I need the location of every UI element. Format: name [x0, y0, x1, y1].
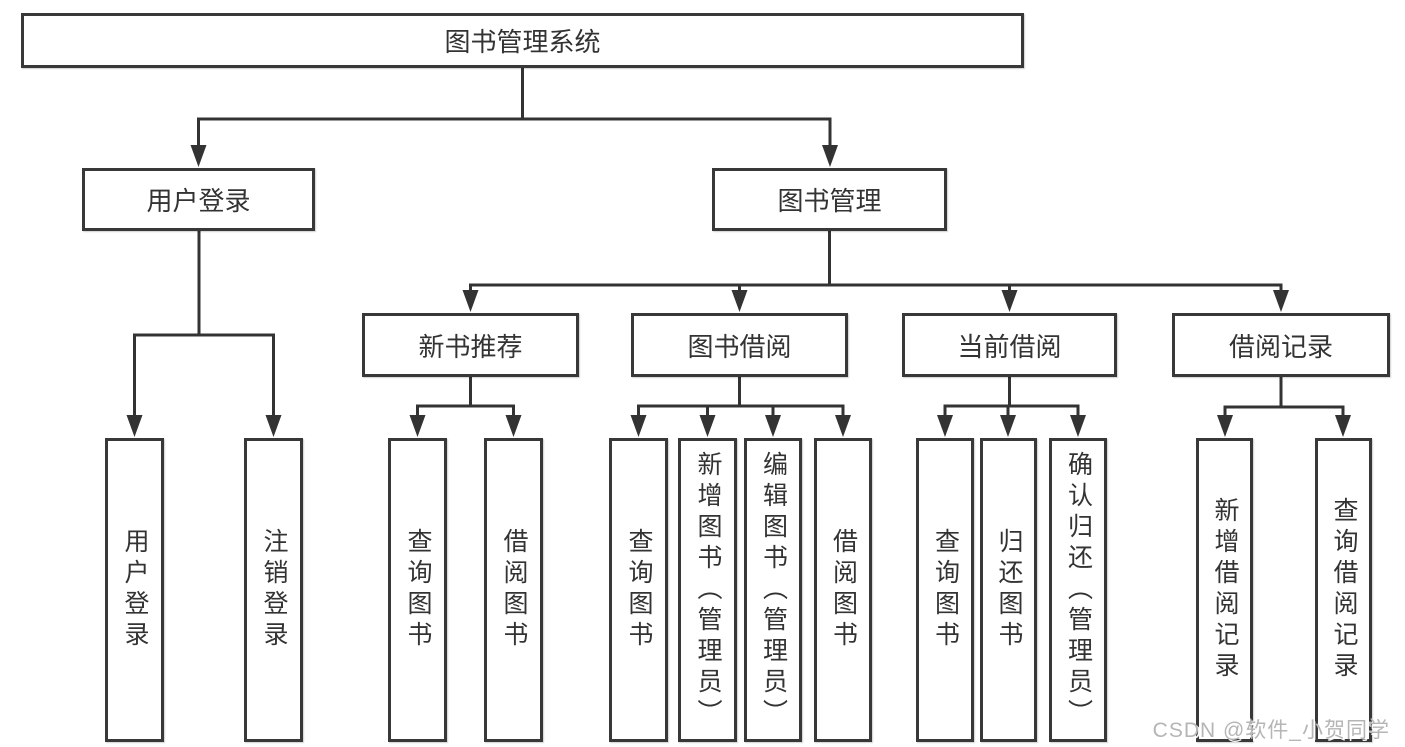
leaf-query-books-current: 查询图书 — [916, 438, 974, 742]
leaf-borrow-books: 借阅图书 — [814, 438, 872, 742]
node-book-borrow: 图书借阅 — [631, 313, 848, 377]
leaf-return-books: 归还图书 — [980, 438, 1037, 742]
node-new-book-recommend: 新书推荐 — [362, 313, 579, 377]
leaf-add-books-admin: 新增图书（管理员） — [678, 438, 737, 742]
leaf-edit-books-admin: 编辑图书（管理员） — [744, 438, 802, 742]
node-user-login: 用户登录 — [82, 168, 315, 231]
leaf-query-books-recommend: 查询图书 — [388, 438, 447, 742]
leaf-confirm-return-admin: 确认归还（管理员） — [1049, 438, 1107, 742]
leaf-add-borrow-record: 新增借阅记录 — [1196, 438, 1253, 742]
leaf-logout: 注销登录 — [244, 438, 303, 742]
node-current-borrow: 当前借阅 — [902, 313, 1117, 377]
node-borrow-records: 借阅记录 — [1172, 313, 1390, 377]
leaf-user-login: 用户登录 — [105, 438, 164, 742]
leaf-borrow-books-recommend: 借阅图书 — [484, 438, 543, 742]
node-library-management-system: 图书管理系统 — [21, 13, 1024, 68]
node-book-management: 图书管理 — [712, 168, 947, 231]
leaf-query-books-borrow: 查询图书 — [609, 438, 668, 742]
leaf-query-borrow-record: 查询借阅记录 — [1315, 438, 1372, 742]
